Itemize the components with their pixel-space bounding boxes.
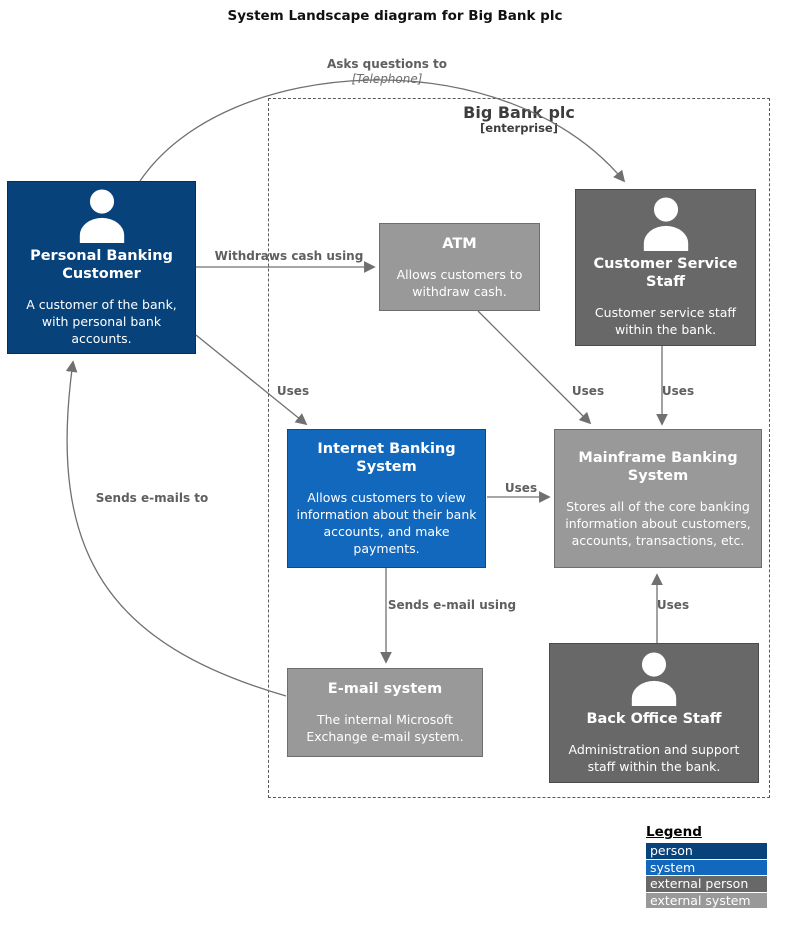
node-description: Stores all of the core banking informati… bbox=[565, 498, 751, 548]
node-description: Allows customers to view information abo… bbox=[296, 490, 477, 556]
relationship-label: Uses bbox=[571, 384, 605, 398]
relationship-label: Sends e-mails to bbox=[95, 491, 209, 505]
node-atm: ATM Allows customers to withdraw cash. bbox=[379, 223, 540, 311]
legend-title: Legend bbox=[646, 824, 702, 840]
relationship-technology: [Telephone] bbox=[351, 72, 423, 86]
person-icon bbox=[79, 188, 124, 243]
enterprise-type: [enterprise] bbox=[480, 121, 558, 135]
node-customer-service-staff: Customer Service Staff Customer service … bbox=[575, 189, 756, 346]
legend-item-external-person: external person bbox=[646, 876, 767, 892]
relationship-label: Withdraws cash using bbox=[214, 249, 364, 263]
person-icon bbox=[643, 197, 688, 251]
node-email-system: E-mail system The internal Microsoft Exc… bbox=[287, 668, 483, 757]
node-back-office-staff: Back Office Staff Administration and sup… bbox=[549, 643, 759, 783]
node-title: Personal Banking Customer bbox=[30, 247, 173, 282]
node-title: E-mail system bbox=[327, 681, 443, 697]
node-description: The internal Microsoft Exchange e-mail s… bbox=[306, 712, 464, 744]
node-description: A customer of the bank, with personal ba… bbox=[26, 296, 177, 346]
node-mainframe-banking-system: Mainframe Banking System Stores all of t… bbox=[554, 429, 762, 568]
relationship-label: Uses bbox=[276, 384, 310, 398]
node-description: Administration and support staff within … bbox=[568, 741, 740, 774]
relationship-label: Asks questions to bbox=[326, 57, 448, 71]
person-icon bbox=[631, 651, 677, 706]
relationship-label: Uses bbox=[661, 384, 695, 398]
enterprise-boundary-label: Big Bank plc [enterprise] bbox=[268, 104, 770, 135]
node-description: Customer service staff within the bank. bbox=[594, 305, 737, 337]
relationship-label: Sends e-mail using bbox=[387, 598, 517, 612]
node-title: Back Office Staff bbox=[586, 710, 722, 727]
enterprise-name: Big Bank plc bbox=[463, 103, 575, 122]
relationship-label: Uses bbox=[504, 481, 538, 495]
node-personal-banking-customer: Personal Banking Customer A customer of … bbox=[7, 181, 196, 354]
node-title: Mainframe Banking System bbox=[578, 449, 738, 484]
page-title: System Landscape diagram for Big Bank pl… bbox=[227, 8, 563, 24]
node-internet-banking-system: Internet Banking System Allows customers… bbox=[287, 429, 486, 568]
node-title: ATM bbox=[442, 235, 477, 252]
legend-item-system: system bbox=[646, 859, 767, 875]
legend: Legend person system external person ext… bbox=[646, 824, 767, 908]
node-title: Customer Service Staff bbox=[593, 256, 738, 290]
relationship-label: Uses bbox=[656, 598, 690, 612]
legend-item-external-system: external system bbox=[646, 892, 767, 908]
arrow-sends-emails-to bbox=[65, 360, 287, 697]
node-title: Internet Banking System bbox=[317, 441, 456, 475]
node-description: Allows customers to withdraw cash. bbox=[396, 266, 523, 299]
legend-item-person: person bbox=[646, 843, 767, 859]
